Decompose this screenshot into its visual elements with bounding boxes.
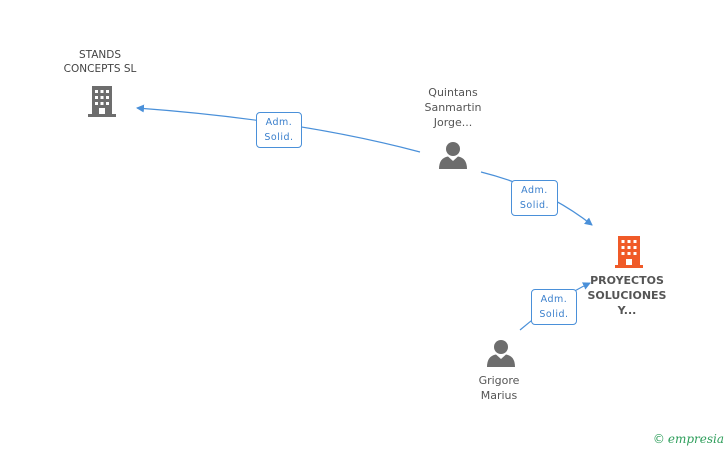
node-label-line: Marius [480,389,518,402]
node-label-grigore[interactable]: Grigore Marius [439,373,559,403]
person-icon[interactable] [486,338,516,368]
edge-role-tag[interactable]: Adm. Solid. [256,112,302,148]
node-label-line: PROYECTOS [590,274,664,287]
person-icon[interactable] [438,140,468,170]
brand-logo: empresia [667,432,724,446]
edge-role-line2: Solid. [519,200,550,211]
edge-role-line2: Solid. [539,309,569,320]
node-label-quintans[interactable]: Quintans Sanmartin Jorge... [393,85,513,130]
building-icon-highlighted[interactable] [613,234,645,270]
node-label-line: Jorge... [433,116,473,129]
edge-role-line1: Adm. [265,117,293,128]
footer-brand[interactable]: ©empresia [653,432,724,446]
node-label-line: STANDS [78,49,122,61]
copyright-icon: © [652,432,665,446]
node-label-line: Quintans [428,86,478,99]
edge-role-line1: Adm. [540,294,568,305]
edge-role-line1: Adm. [521,185,548,196]
node-label-line: Grigore [478,374,520,387]
node-label-line: Sanmartin [424,101,482,114]
edge-role-line2: Solid. [264,132,294,143]
node-label-stands[interactable]: STANDS CONCEPTS SL [40,48,160,76]
building-icon[interactable] [86,84,118,118]
node-label-line: CONCEPTS SL [63,63,137,75]
edge-role-tag[interactable]: Adm. Solid. [511,180,558,216]
edge-role-tag[interactable]: Adm. Solid. [531,289,577,325]
node-label-proyectos[interactable]: PROYECTOS SOLUCIONES Y... [567,273,687,318]
node-label-line: SOLUCIONES [587,289,667,302]
node-label-line: Y... [617,304,637,317]
